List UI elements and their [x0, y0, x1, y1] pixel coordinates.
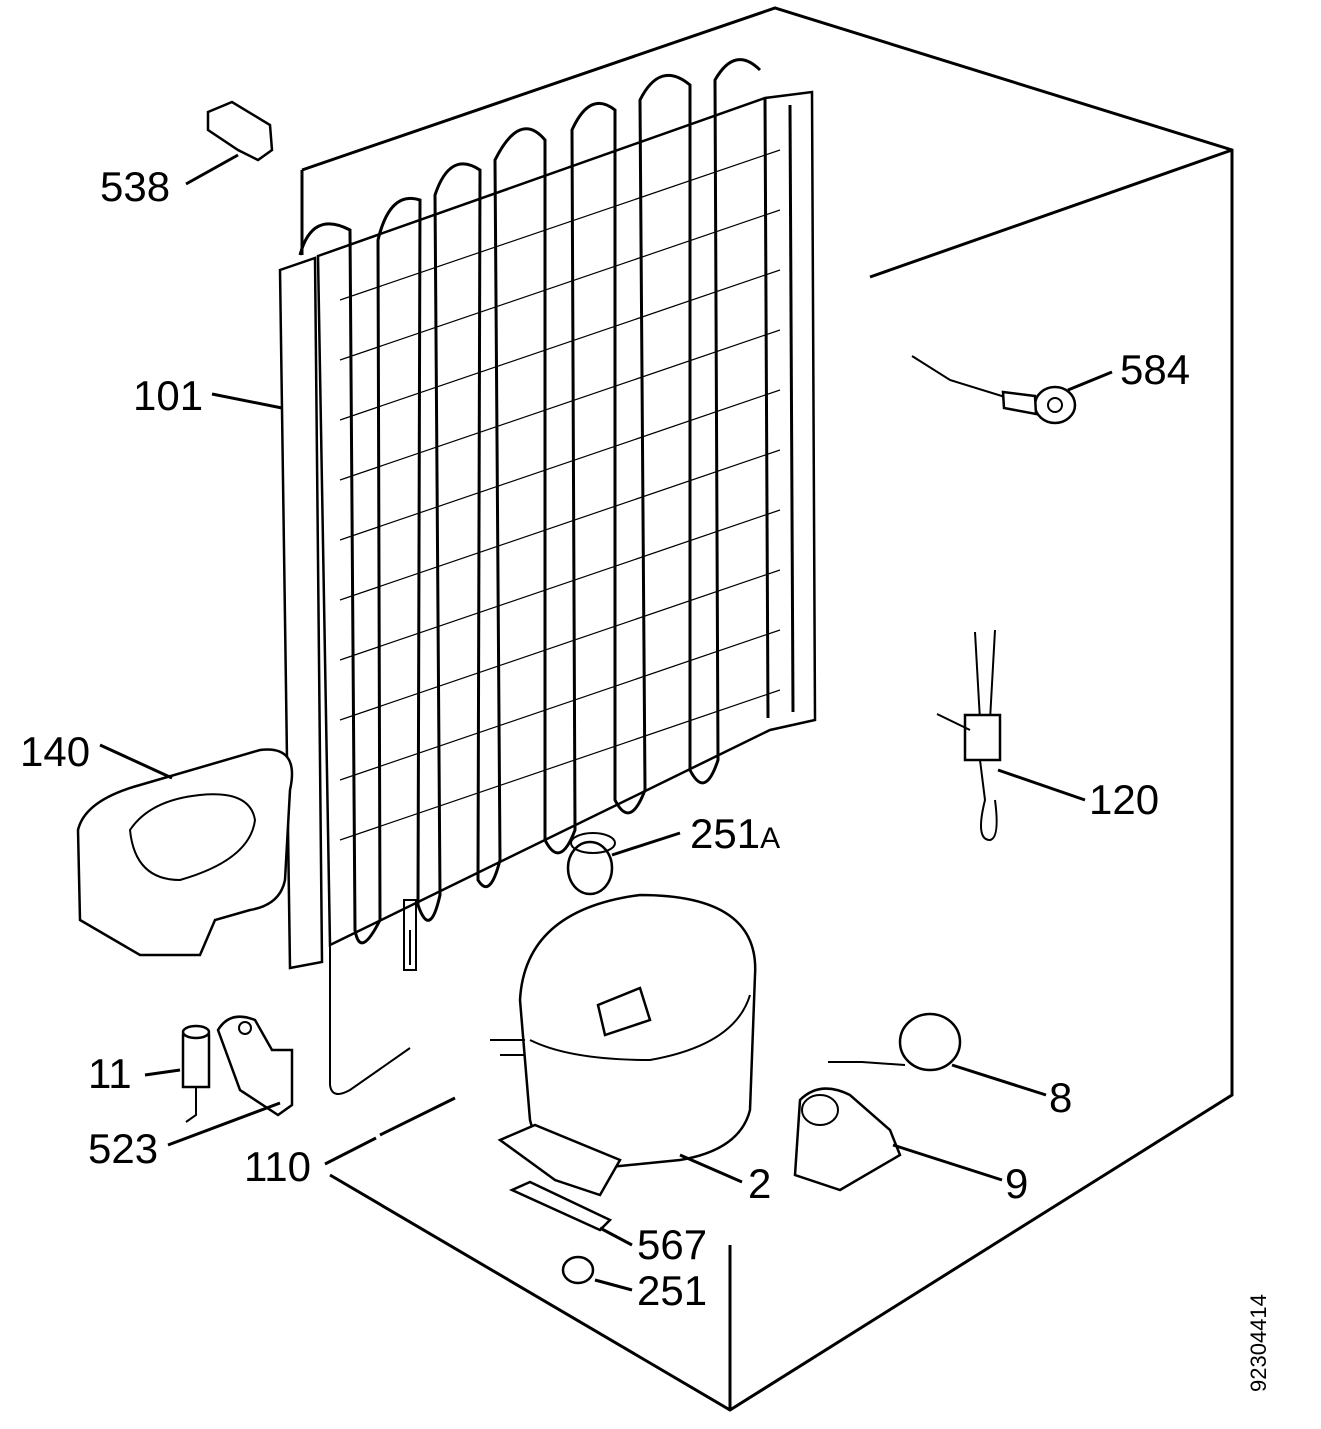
label-251a: 251A [690, 810, 780, 857]
sensor-part-584 [911, 355, 1113, 425]
label-110: 110 [244, 1143, 311, 1190]
plate-part-567 [508, 1180, 633, 1247]
label-567: 567 [637, 1221, 707, 1268]
drip-tray-part-140 [76, 743, 294, 957]
component-part-120 [936, 629, 1086, 842]
label-584: 584 [1120, 346, 1190, 393]
label-538: 538 [100, 163, 170, 210]
relay-part-8 [828, 1012, 1047, 1097]
label-251: 251 [637, 1267, 707, 1314]
label-9: 9 [1005, 1160, 1028, 1207]
grommet-part-251 [561, 1255, 633, 1292]
valve-part-11 [144, 1024, 211, 1123]
cabinet-outline [300, 6, 1234, 1412]
bracket-part-523 [167, 1015, 294, 1147]
drawing-reference-number: 92304414 [1246, 1294, 1271, 1392]
cover-part-9 [793, 1087, 1003, 1192]
label-11: 11 [88, 1050, 132, 1097]
label-120: 120 [1089, 776, 1159, 823]
label-523: 523 [88, 1125, 158, 1172]
compressor-part-2 [490, 893, 757, 1197]
grommet-part-251a [566, 831, 681, 896]
clip-part-538 [185, 100, 274, 186]
label-2: 2 [748, 1160, 771, 1207]
label-101: 101 [133, 372, 203, 419]
label-140: 140 [20, 728, 90, 775]
label-8: 8 [1049, 1074, 1072, 1121]
tube-part-110 [324, 1096, 456, 1166]
